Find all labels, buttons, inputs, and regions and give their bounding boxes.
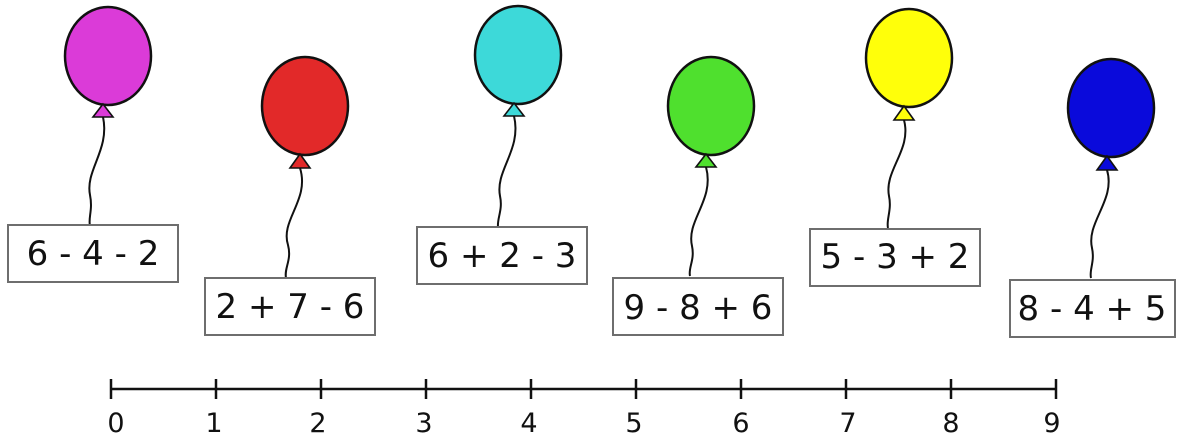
tick-label-3: 3 — [415, 408, 432, 436]
balloon-5-string — [886, 119, 907, 229]
expression-box-3 — [416, 226, 588, 285]
balloon-3-knot — [502, 101, 526, 117]
tick-label-6: 6 — [732, 408, 749, 436]
tick-label-7: 7 — [839, 408, 856, 436]
balloon-5 — [864, 7, 954, 109]
balloon-group-3: 6 + 2 - 3 — [416, 4, 588, 285]
balloon-1-knot — [91, 102, 115, 118]
balloon-6 — [1066, 57, 1156, 159]
balloon-2-knot — [288, 152, 312, 169]
expression-box-5 — [809, 228, 981, 287]
expression-box-6 — [1009, 279, 1176, 338]
expression-label-3: 6 + 2 - 3 — [428, 236, 577, 276]
balloon-4-knot — [694, 152, 718, 168]
balloon-5-knot — [892, 104, 916, 121]
balloon-group-2: 2 + 7 - 6 — [204, 55, 376, 336]
balloon-3 — [473, 4, 563, 106]
tick-label-0: 0 — [107, 408, 124, 436]
balloon-1-string — [88, 116, 106, 227]
tick-label-8: 8 — [942, 408, 959, 436]
balloon-6-knot — [1095, 154, 1119, 171]
tick-label-9: 9 — [1043, 408, 1060, 436]
tick-label-4: 4 — [520, 408, 537, 436]
tick-label-1: 1 — [205, 408, 222, 436]
balloon-4-string — [688, 166, 709, 277]
tick-label-2: 2 — [309, 408, 326, 436]
balloon-group-1: 6 - 4 - 2 — [7, 5, 179, 283]
expression-box-2 — [204, 277, 376, 336]
balloon-group-5: 5 - 3 + 2 — [809, 7, 981, 287]
tick-label-5: 5 — [625, 408, 642, 436]
balloon-3-string — [496, 115, 517, 228]
expression-label-6: 8 - 4 + 5 — [1018, 289, 1167, 329]
balloon-4 — [666, 55, 756, 157]
expression-box-1 — [7, 224, 179, 283]
number-line: 0 1 2 3 4 5 6 7 8 9 — [107, 379, 1061, 436]
balloon-group-4: 9 - 8 + 6 — [612, 55, 784, 336]
expression-label-4: 9 - 8 + 6 — [624, 288, 773, 328]
expression-box-4 — [612, 277, 784, 336]
balloon-2-string — [284, 167, 303, 279]
balloon-6-string — [1089, 169, 1110, 279]
balloon-group-6: 8 - 4 + 5 — [1009, 57, 1176, 338]
expression-label-2: 2 + 7 - 6 — [216, 287, 365, 327]
expression-label-1: 6 - 4 - 2 — [27, 234, 160, 274]
balloon-2 — [260, 55, 350, 157]
expression-label-5: 5 - 3 + 2 — [821, 237, 970, 277]
balloon-1 — [63, 5, 153, 107]
